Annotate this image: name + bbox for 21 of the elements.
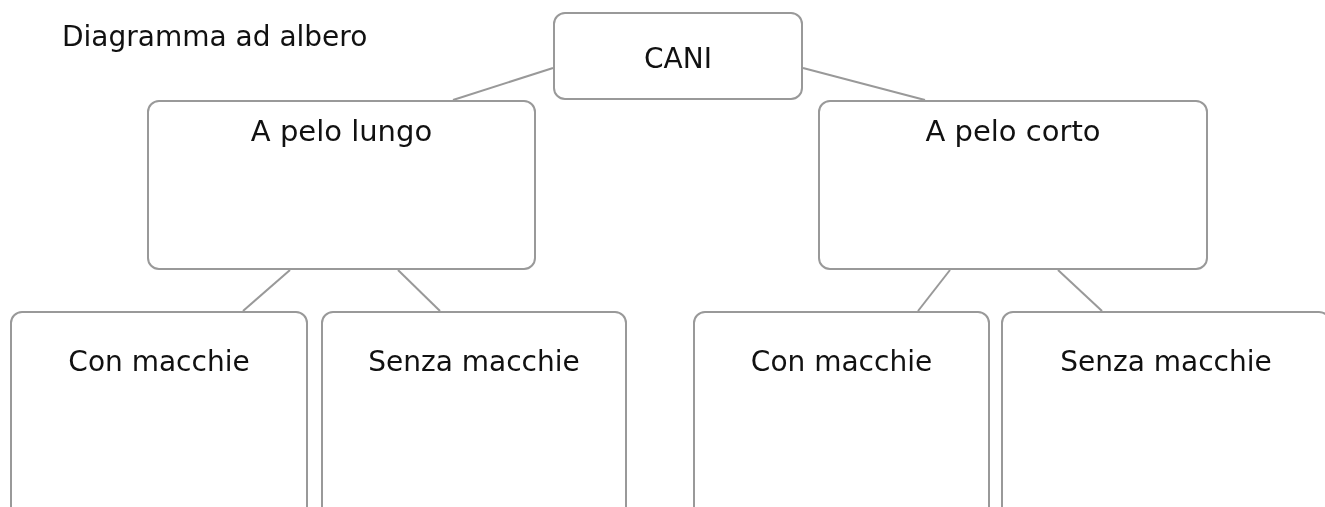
node-label: Con macchie	[750, 345, 933, 378]
category-box	[818, 100, 1208, 270]
node-label: A pelo corto	[925, 114, 1101, 148]
category-box	[10, 311, 308, 507]
category-box	[321, 311, 627, 507]
node-label: Senza macchie	[1060, 345, 1272, 378]
category-box	[1001, 311, 1325, 507]
category-box	[693, 311, 990, 507]
connector-line	[802, 67, 926, 101]
connector-line	[452, 67, 554, 101]
node-label: Con macchie	[68, 345, 250, 378]
connector-line	[1057, 269, 1103, 312]
root-box	[553, 12, 803, 100]
connector-line	[397, 269, 441, 312]
node-label: CANI	[644, 42, 712, 75]
node-label: A pelo lungo	[250, 114, 433, 148]
connector-line	[242, 269, 291, 312]
connector-line	[917, 269, 951, 312]
category-box	[147, 100, 536, 270]
node-label: Senza macchie	[368, 345, 580, 378]
diagram-title: Diagramma ad albero	[62, 20, 368, 53]
